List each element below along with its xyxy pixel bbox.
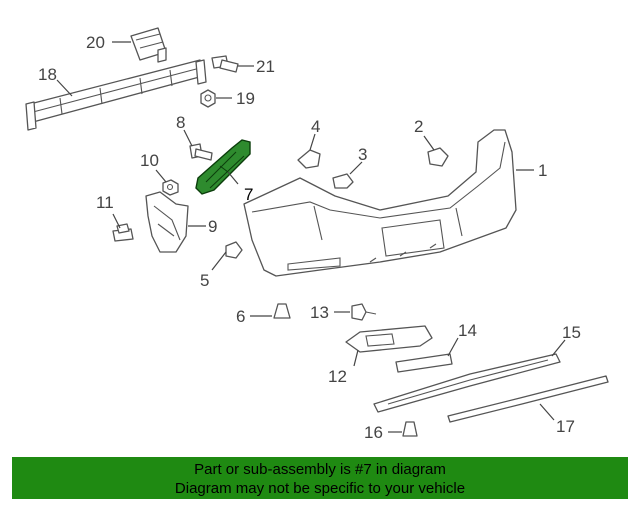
callout-21: 21 xyxy=(256,57,275,76)
callout-12: 12 xyxy=(328,367,347,386)
bracket-part-20[interactable] xyxy=(130,27,167,63)
clip-part-4[interactable] xyxy=(297,149,321,169)
bolt-part-13[interactable] xyxy=(351,303,377,321)
callout-7: 7 xyxy=(244,185,253,204)
clip-part-6[interactable] xyxy=(273,303,291,319)
callout-15: 15 xyxy=(562,323,581,342)
reflector-part-14[interactable] xyxy=(395,353,453,373)
callout-13: 13 xyxy=(310,303,329,322)
callout-1: 1 xyxy=(538,161,547,180)
banner-line-2: Diagram may not be specific to your vehi… xyxy=(174,480,466,497)
lower-molding-part-15[interactable] xyxy=(373,353,561,413)
banner-line-1: Part or sub-assembly is #7 in diagram xyxy=(194,461,446,478)
callout-6: 6 xyxy=(236,307,245,326)
reinforcement-bar-part-18[interactable] xyxy=(25,59,207,131)
callout-16: 16 xyxy=(364,423,383,442)
clip-part-10[interactable] xyxy=(162,179,179,196)
bumper-cover-part-1[interactable] xyxy=(243,129,517,277)
notice-banner: Part or sub-assembly is #7 in diagram Di… xyxy=(12,457,628,499)
callout-18: 18 xyxy=(38,65,57,84)
bolt-part-21[interactable] xyxy=(211,55,239,73)
side-bracket-part-9[interactable] xyxy=(145,191,189,253)
callout-10: 10 xyxy=(140,151,159,170)
nut-part-19[interactable] xyxy=(200,89,216,108)
callout-14: 14 xyxy=(458,321,477,340)
leader-lines xyxy=(56,41,566,433)
callout-8: 8 xyxy=(176,113,185,132)
callout-20: 20 xyxy=(86,33,105,52)
bolt-part-8[interactable] xyxy=(189,143,213,161)
trim-strip-part-17[interactable] xyxy=(447,375,609,423)
bolt-part-3[interactable] xyxy=(332,173,354,189)
push-clip-part-11[interactable] xyxy=(112,223,134,242)
clip-part-16[interactable] xyxy=(402,421,418,437)
callout-9: 9 xyxy=(208,217,217,236)
bolt-part-2[interactable] xyxy=(427,147,449,167)
parts-diagram: 1 2 3 4 5 6 7 8 9 10 11 12 13 14 15 16 1… xyxy=(25,27,609,442)
callout-19: 19 xyxy=(236,89,255,108)
callout-4: 4 xyxy=(311,117,320,136)
bracket-part-7-highlighted[interactable] xyxy=(195,139,251,195)
callout-17: 17 xyxy=(556,417,575,436)
callout-11: 11 xyxy=(96,193,114,212)
callout-2: 2 xyxy=(414,117,423,136)
clip-part-5[interactable] xyxy=(225,241,243,259)
callout-5: 5 xyxy=(200,271,209,290)
reflector-part-12[interactable] xyxy=(345,325,433,353)
callout-3: 3 xyxy=(358,145,367,164)
